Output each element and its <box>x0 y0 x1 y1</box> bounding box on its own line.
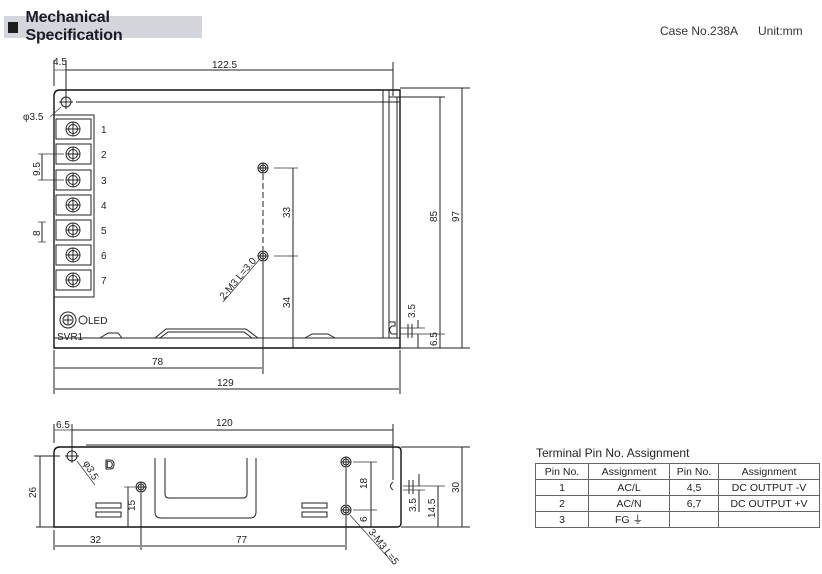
terminal-5: 5 <box>101 226 107 237</box>
dim-side-mount-x1: 32 <box>90 535 102 546</box>
dim-side-offset-left: 6.5 <box>56 420 70 431</box>
cell: 1 <box>535 479 589 496</box>
bullet-square-icon <box>8 21 19 33</box>
dim-side-slot-height: 14.5 <box>427 498 438 518</box>
mount-holes <box>257 162 269 262</box>
cell: 3 <box>535 511 589 528</box>
terminal-7: 7 <box>101 276 107 287</box>
dim-side-mount-x2: 77 <box>236 535 248 546</box>
dim-hole-dia: φ3.5 <box>23 112 44 123</box>
cell: AC/L <box>588 479 670 496</box>
section-title: Mechanical Specification <box>25 9 123 44</box>
dim-terminal-height: 8 <box>32 230 43 236</box>
dim-overall-length: 129 <box>217 378 234 389</box>
led-label: LED <box>88 316 107 327</box>
header-pin-no-2: Pin No. <box>669 463 719 480</box>
cell: 2 <box>535 495 589 512</box>
header-assignment: Assignment <box>588 463 670 480</box>
cell: AC/N <box>588 495 670 512</box>
terminal-2: 2 <box>101 150 107 161</box>
dim-mount-spacing: 33 <box>282 206 293 218</box>
dim-overall-height: 97 <box>451 210 462 222</box>
dim-offset-left: 4.5 <box>53 57 67 68</box>
dim-side-mount-spacing: 18 <box>359 477 370 489</box>
cell: 6,7 <box>669 495 719 512</box>
table-row: 1 AC/L 4,5 DC OUTPUT -V <box>535 479 820 496</box>
section-header: Mechanical Specification <box>4 9 202 44</box>
dim-side-height-left: 26 <box>28 486 39 498</box>
unit-label: Unit:mm <box>758 24 803 38</box>
dim-mount-x: 78 <box>152 357 164 368</box>
cell: FG ⏚ <box>588 511 670 528</box>
table-header-row: Pin No. Assignment Pin No. Assignment <box>535 463 820 480</box>
terminal-4: 4 <box>101 201 107 212</box>
cell <box>718 511 820 528</box>
side-mount-holes <box>135 456 352 516</box>
dim-side-hole-span: 120 <box>216 418 233 429</box>
terminal-row <box>55 118 92 291</box>
dim-side-hole-dia: φ3.5 <box>80 459 100 483</box>
mount-label: 2-M3 L=3.0 <box>218 256 259 302</box>
svr-label: SVR1 <box>57 332 84 343</box>
cell <box>669 511 719 528</box>
dim-side-overall-height: 30 <box>451 481 462 493</box>
marker-d: D <box>106 460 113 471</box>
dim-inner-height: 85 <box>429 210 440 222</box>
pin-table-title: Terminal Pin No. Assignment <box>536 446 690 460</box>
terminal-3: 3 <box>101 176 107 187</box>
dim-side-slot-width: 3.5 <box>408 498 419 512</box>
top-view <box>38 60 470 394</box>
pin-assignment-table: Pin No. Assignment Pin No. Assignment 1 … <box>535 463 820 528</box>
dim-hole-span: 122.5 <box>212 60 237 71</box>
dim-side-mount-bottom: 6 <box>359 516 370 522</box>
header-assignment-2: Assignment <box>718 463 820 480</box>
dim-side-hole-height: 15 <box>127 499 138 511</box>
dim-mount-bottom: 34 <box>282 296 293 308</box>
cell: DC OUTPUT -V <box>718 479 820 496</box>
cell: DC OUTPUT +V <box>718 495 820 512</box>
dim-slot-offset: 6.5 <box>429 332 440 346</box>
terminal-1: 1 <box>101 125 107 136</box>
header-pin-no: Pin No. <box>535 463 589 480</box>
terminal-6: 6 <box>101 251 107 262</box>
table-row: 3 FG ⏚ <box>535 511 820 528</box>
dim-terminal-pitch: 9.5 <box>32 162 43 176</box>
case-number: Case No.238A <box>660 24 739 38</box>
table-row: 2 AC/N 6,7 DC OUTPUT +V <box>535 495 820 512</box>
side-mount-label: 3-M3 L=5 <box>366 527 401 568</box>
dim-slot-width: 3.5 <box>407 304 418 318</box>
cell: 4,5 <box>669 479 719 496</box>
side-view <box>34 424 470 564</box>
